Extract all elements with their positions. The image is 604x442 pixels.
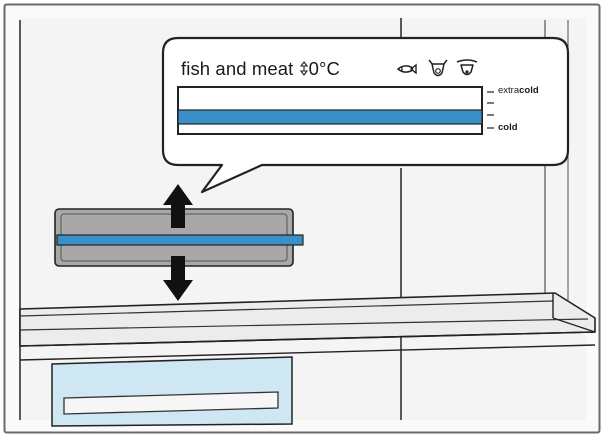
scale-indicator-bar — [177, 109, 483, 125]
food-category-label: fish and meat — [181, 58, 294, 79]
shelf-edge — [19, 344, 596, 361]
thermometer-icon — [299, 59, 309, 81]
scale-label-cold: cold — [498, 122, 518, 133]
glass-shelf — [19, 292, 596, 347]
down-arrow-icon — [163, 256, 193, 301]
up-arrow-icon — [163, 184, 193, 228]
pig-icon — [428, 59, 448, 77]
callout-title: fish and meat 0°C — [181, 58, 340, 81]
chiller-drawer — [51, 356, 293, 427]
scale-label-extracold: extracold — [498, 85, 539, 96]
drawer-handle — [63, 391, 279, 415]
fish-icon — [396, 63, 417, 75]
slider-indicator-bar — [56, 234, 304, 246]
cow-icon — [456, 59, 478, 76]
temperature-label: 0°C — [308, 58, 340, 79]
